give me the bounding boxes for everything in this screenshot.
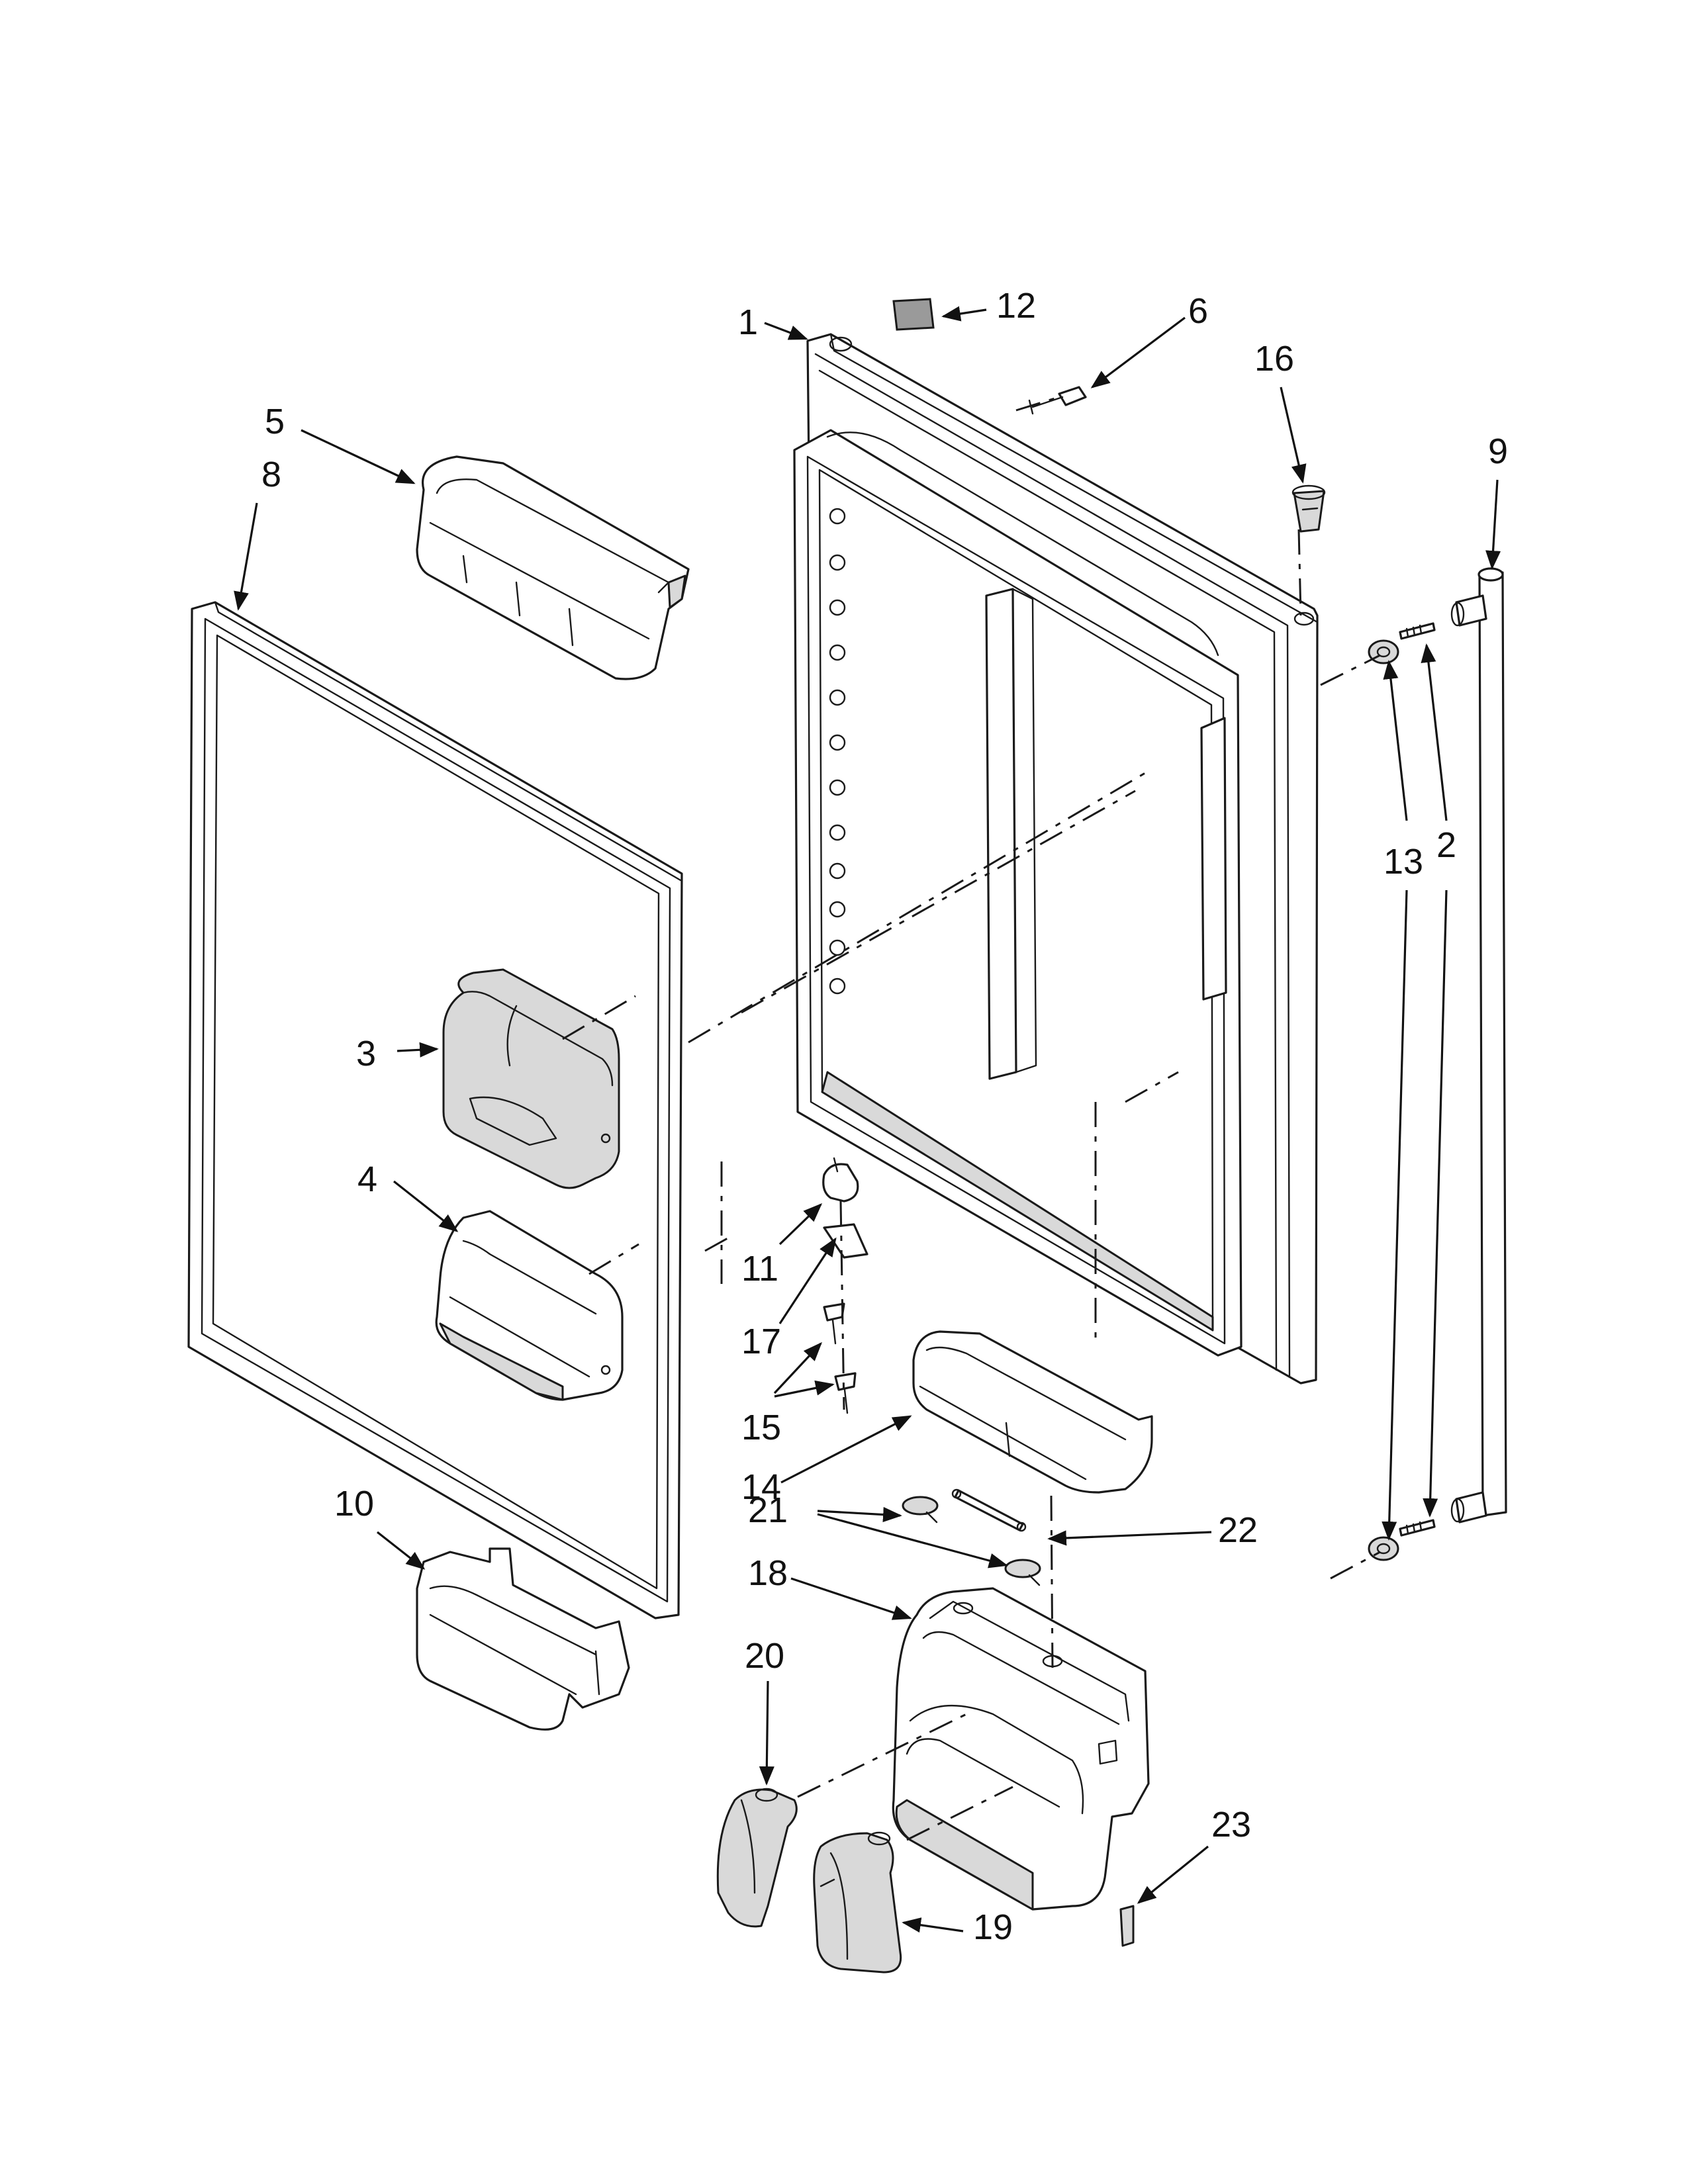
hinge-bushing — [1291, 484, 1326, 533]
assembly-lines — [562, 396, 1381, 1841]
handle-screw-top — [1399, 622, 1436, 640]
callout-17: 17 — [741, 1322, 781, 1361]
hinge-screw-2 — [834, 1372, 857, 1414]
callout-19: 19 — [973, 1907, 1013, 1947]
callout-11: 11 — [741, 1249, 778, 1289]
callout-12: 12 — [996, 286, 1036, 326]
door-bin-bottom — [912, 1330, 1153, 1494]
screw-top — [1028, 386, 1087, 415]
dairy-bin — [435, 1210, 624, 1401]
callout-15: 15 — [741, 1408, 781, 1447]
handle-screw-bottom — [1399, 1519, 1436, 1537]
lower-hinge — [822, 1157, 859, 1203]
dispenser-cover-right — [813, 1831, 902, 1974]
callout-18: 18 — [748, 1553, 788, 1593]
door-liner — [793, 333, 1319, 1385]
retainer-lower — [1004, 1559, 1041, 1586]
callout-3: 3 — [356, 1034, 376, 1073]
callout-14: 14 — [741, 1467, 781, 1507]
door-bin-top — [416, 455, 690, 680]
callout-23: 23 — [1211, 1805, 1251, 1844]
retainer-upper — [902, 1496, 939, 1524]
hinge-shim — [823, 1223, 868, 1259]
door-handle — [1450, 567, 1507, 1524]
callout-5: 5 — [265, 402, 285, 441]
dispenser-housing — [892, 1587, 1150, 1911]
callout-22: 22 — [1218, 1510, 1258, 1550]
callout-leaders — [234, 306, 1501, 1933]
callout-9: 9 — [1488, 432, 1508, 471]
handle-spacer-top — [1368, 639, 1399, 664]
rating-label — [892, 298, 935, 331]
callout-6: 6 — [1188, 291, 1208, 331]
dispenser-cover-left — [716, 1788, 798, 1928]
dairy-door — [442, 968, 620, 1189]
handle-spacer-bottom — [1368, 1536, 1399, 1561]
callout-20: 20 — [745, 1636, 784, 1676]
link-rod — [951, 1488, 1027, 1532]
callout-2: 2 — [1436, 825, 1456, 865]
callout-10: 10 — [334, 1484, 374, 1524]
callout-16: 16 — [1254, 339, 1294, 379]
callout-1: 1 — [738, 302, 758, 342]
door-bin-lower — [416, 1547, 630, 1731]
callout-8: 8 — [261, 455, 281, 494]
callout-labels: 1 2 3 4 5 6 8 9 10 11 12 13 14 15 16 17 … — [261, 286, 1508, 1947]
callout-13: 13 — [1383, 842, 1423, 882]
trim-clip — [1119, 1905, 1135, 1947]
hinge-screw-1 — [823, 1302, 845, 1345]
callout-21: 21 — [748, 1490, 788, 1530]
bin-support-clips — [829, 508, 846, 995]
callout-4: 4 — [357, 1160, 377, 1199]
